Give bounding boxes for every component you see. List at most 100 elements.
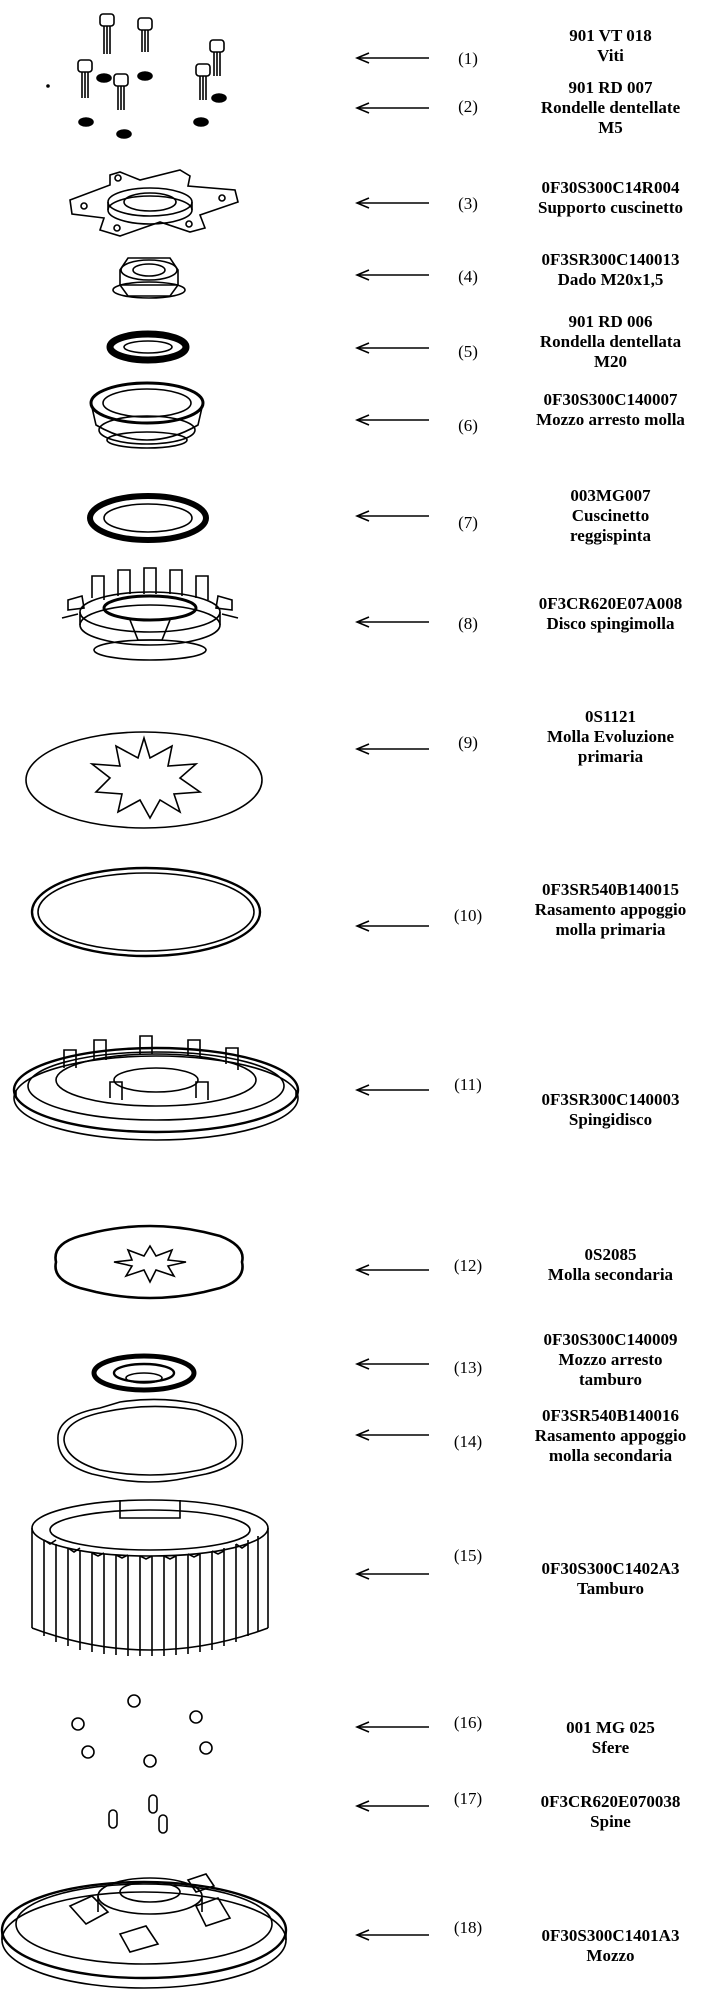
- part-code-12: 0S2085: [584, 1245, 637, 1264]
- pointer-arrow-5: [355, 342, 429, 354]
- secondary-spring-shim-drawing: [58, 1399, 243, 1482]
- part-number-16: (16): [453, 1713, 483, 1732]
- spring-stop-hub-drawing: [91, 383, 203, 448]
- part-number-11: (11): [454, 1075, 482, 1094]
- pointer-arrow-14: [355, 1429, 429, 1441]
- part-description-15-line-1: Tamburo: [576, 1579, 645, 1598]
- part-description-11-line-1: Spingidisco: [568, 1110, 653, 1129]
- part-description-10-line-1: Rasamento appoggio: [534, 900, 687, 919]
- part-code-14: 0F3SR540B140016: [542, 1406, 679, 1425]
- part-description-5-line-2: M20: [593, 352, 628, 371]
- part-number-2: (2): [458, 97, 478, 116]
- drum-stop-hub-drawing: [94, 1356, 194, 1390]
- pointer-arrow-3: [355, 197, 429, 209]
- part-number-15: (15): [453, 1546, 483, 1565]
- pointer-arrow-13: [355, 1358, 429, 1370]
- part-description-8-line-1: Disco spingimolla: [546, 614, 675, 633]
- pointer-arrow-10: [355, 920, 429, 932]
- part-code-18: 0F30S300C1401A3: [541, 1926, 680, 1945]
- pointer-arrow-1: [355, 52, 429, 64]
- part-description-4-line-1: Dado M20x1,5: [557, 270, 664, 289]
- pointer-arrow-16: [355, 1721, 429, 1733]
- pointer-arrow-4: [355, 269, 429, 281]
- part-code-10: 0F3SR540B140015: [542, 880, 679, 899]
- pointer-arrow-15: [355, 1568, 429, 1580]
- part-number-7: (7): [458, 513, 478, 532]
- part-description-7-line-2: reggispinta: [570, 526, 651, 545]
- bearing-support-drawing: [70, 170, 238, 236]
- part-description-7-line-1: Cuscinetto: [571, 506, 650, 525]
- part-number-9: (9): [458, 733, 478, 752]
- pointer-arrow-9: [355, 743, 429, 755]
- part-code-1: 901 VT 018: [569, 26, 652, 45]
- pointer-arrow-6: [355, 414, 429, 426]
- part-number-3: (3): [458, 194, 478, 213]
- spring-pusher-disc-drawing: [62, 568, 238, 660]
- drum-drawing: [32, 1500, 268, 1656]
- part-description-12-line-1: Molla secondaria: [547, 1265, 674, 1284]
- nut-drawing: [113, 258, 185, 298]
- balls-drawing: [72, 1695, 212, 1767]
- part-description-2-line-1: Rondelle dentellate: [540, 98, 681, 117]
- part-code-8: 0F3CR620E07A008: [538, 594, 683, 613]
- pins-drawing: [109, 1795, 167, 1833]
- screws-drawing: [47, 14, 226, 138]
- part-code-3: 0F30S300C14R004: [541, 178, 680, 197]
- part-number-14: (14): [453, 1432, 483, 1451]
- part-number-5: (5): [458, 342, 478, 361]
- pointer-arrow-11: [355, 1084, 429, 1096]
- primary-spring-drawing: [26, 732, 262, 828]
- part-number-10: (10): [453, 906, 483, 925]
- part-number-18: (18): [453, 1918, 483, 1937]
- secondary-spring-drawing: [56, 1226, 243, 1298]
- part-description-13-line-2: tamburo: [579, 1370, 642, 1389]
- part-description-3-line-1: Supporto cuscinetto: [538, 198, 683, 217]
- pressure-plate-drawing: [14, 1036, 298, 1140]
- part-code-9: 0S1121: [584, 707, 637, 726]
- part-code-13: 0F30S300C140009: [543, 1330, 678, 1349]
- pointer-arrow-12: [355, 1264, 429, 1276]
- exploded-view-drawing: [0, 0, 360, 1991]
- part-number-8: (8): [458, 614, 478, 633]
- part-number-1: (1): [458, 49, 478, 68]
- part-code-4: 0F3SR300C140013: [541, 250, 680, 269]
- part-code-2: 901 RD 007: [568, 78, 653, 97]
- part-code-17: 0F3CR620E070038: [540, 1792, 681, 1811]
- pointer-arrow-18: [355, 1929, 429, 1941]
- part-number-4: (4): [458, 267, 478, 286]
- part-code-16: 001 MG 025: [566, 1718, 655, 1737]
- part-description-16-line-1: Sfere: [591, 1738, 630, 1757]
- part-description-1-line-1: Viti: [597, 46, 624, 65]
- primary-spring-shim-drawing: [32, 868, 260, 956]
- part-code-15: 0F30S300C1402A3: [541, 1559, 680, 1578]
- pointer-arrow-17: [355, 1800, 429, 1812]
- part-code-5: 901 RD 006: [568, 312, 653, 331]
- part-code-6: 0F30S300C140007: [543, 390, 678, 409]
- serrated-washer-drawing: [110, 334, 186, 360]
- hub-drawing: [2, 1874, 286, 1988]
- part-code-7: 003MG007: [570, 486, 651, 505]
- pointer-arrow-7: [355, 510, 429, 522]
- part-description-17-line-1: Spine: [590, 1812, 631, 1831]
- part-number-13: (13): [453, 1358, 483, 1377]
- thrust-bearing-drawing: [90, 496, 206, 540]
- part-description-13-line-1: Mozzo arresto: [558, 1350, 663, 1369]
- part-description-10-line-2: molla primaria: [555, 920, 666, 939]
